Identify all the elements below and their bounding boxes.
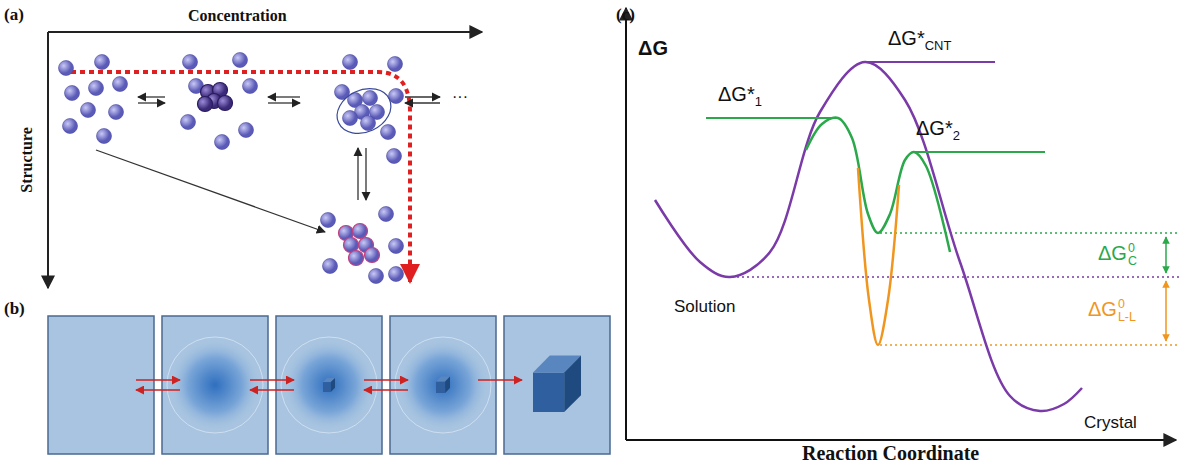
figure-label: ΔG*CNT xyxy=(888,28,951,52)
subscript: CNT xyxy=(925,38,952,53)
panel-b xyxy=(48,316,610,454)
figure-label: (c) xyxy=(616,6,635,23)
label-text: Concentration xyxy=(188,7,287,24)
figure-label: Structure xyxy=(19,127,35,192)
panel-c xyxy=(626,8,1180,440)
label-text: Crystal xyxy=(1084,413,1137,432)
label-text: ΔG xyxy=(1088,298,1117,320)
label-text: Structure xyxy=(18,127,35,192)
superscript: 0 xyxy=(1128,242,1137,255)
label-text: ··· xyxy=(452,88,468,105)
sup-sub: 0C xyxy=(1128,242,1137,268)
label-text: ΔG xyxy=(638,37,668,59)
label-text: (b) xyxy=(4,299,25,318)
figure-label: ΔG0C xyxy=(1098,242,1137,268)
figure-label: ··· xyxy=(452,89,468,105)
label-text: ΔG xyxy=(1098,242,1127,264)
figure-label: Reaction Coordinate xyxy=(802,443,979,463)
figure-label: Crystal xyxy=(1084,414,1137,431)
figure-label: Solution xyxy=(674,298,735,315)
figure-label: (a) xyxy=(4,6,24,23)
figure-label: ΔG xyxy=(638,38,668,58)
figure-label: ΔG*1 xyxy=(718,84,762,108)
subscript: L-L xyxy=(1118,311,1136,324)
label-text: (a) xyxy=(4,5,24,24)
label-text: Solution xyxy=(674,297,735,316)
figure-label: ΔG0L-L xyxy=(1088,298,1136,324)
figure-label: ΔG*2 xyxy=(916,118,960,142)
label-text: ΔG* xyxy=(888,27,925,49)
sup-sub: 0L-L xyxy=(1118,298,1136,324)
subscript: 1 xyxy=(755,94,762,109)
label-text: ΔG* xyxy=(718,83,755,105)
panel-a xyxy=(48,32,482,288)
subscript: 2 xyxy=(953,128,960,143)
figure-label: Concentration xyxy=(188,8,287,24)
label-text: (c) xyxy=(616,5,635,24)
label-text: Reaction Coordinate xyxy=(802,442,979,464)
subscript: C xyxy=(1128,255,1137,268)
superscript: 0 xyxy=(1118,298,1136,311)
label-text: ΔG* xyxy=(916,117,953,139)
figure-label: (b) xyxy=(4,300,25,317)
